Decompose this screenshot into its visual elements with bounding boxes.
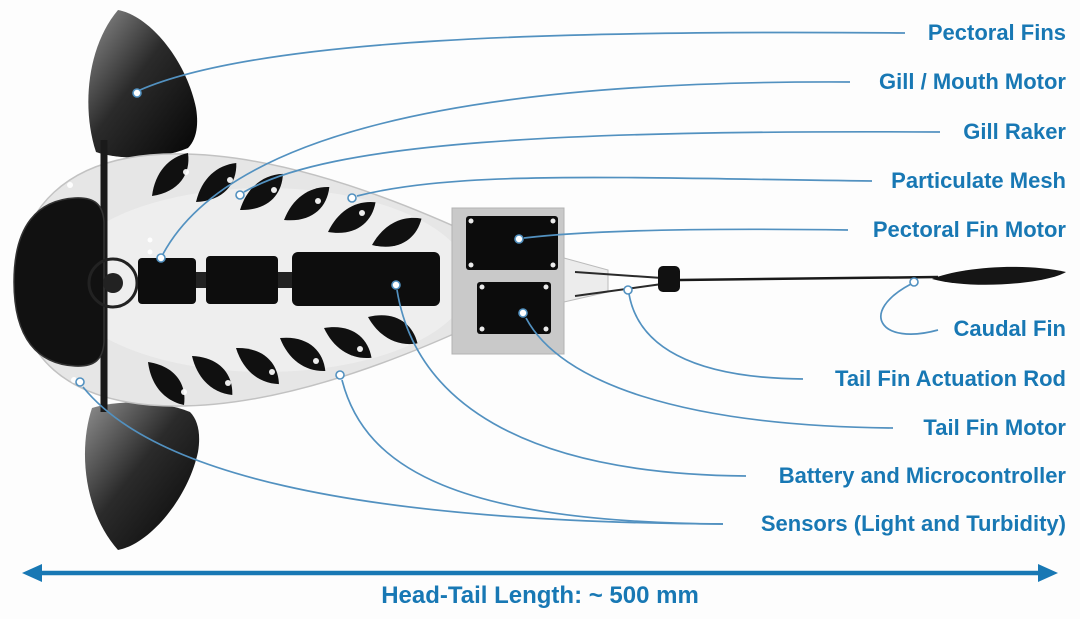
actuation-rod-upper [574, 271, 663, 279]
leader-pectoral-fins [139, 31, 906, 91]
leader-particulate-mesh [356, 176, 873, 197]
leader-sensors-head [82, 386, 724, 525]
caudal-fin-shape [932, 266, 1066, 285]
label-sensors: Sensors (Light and Turbidity) [760, 511, 1066, 536]
tail-fin-motor-block [477, 282, 551, 334]
pectoral-fin-motor-block [466, 216, 558, 270]
leader-caudal-fin [880, 283, 939, 335]
body-holes [181, 169, 365, 395]
leader-gill-raker [243, 130, 941, 193]
tail-section [574, 266, 1066, 297]
leader-sensors-body [341, 379, 724, 525]
gill-mouth-motor-block [138, 258, 196, 304]
battery-block [292, 252, 440, 306]
leader-gill-mouth-motor [162, 81, 851, 255]
label-battery-microcontroller: Battery and Microcontroller [778, 463, 1066, 488]
rear-assembly [451, 207, 609, 355]
label-caudal-fin: Caudal Fin [953, 316, 1066, 341]
leader-tail-fin-motor [525, 317, 894, 429]
length-arrow [22, 564, 1058, 582]
internal-components [138, 252, 440, 306]
leader-pectoral-fin-motor [523, 228, 849, 239]
label-tail-fin-motor: Tail Fin Motor [923, 415, 1066, 440]
leader-tail-fin-actuation-rod [628, 293, 804, 380]
label-pectoral-fins: Pectoral Fins [927, 20, 1066, 45]
label-gill-raker: Gill Raker [963, 119, 1066, 144]
actuation-rod-lower [574, 283, 663, 297]
leader-battery-microcontroller [396, 289, 747, 477]
scale-label: Head-Tail Length: ~ 500 mm [381, 582, 699, 609]
leader-lines [75, 31, 941, 525]
label-tail-fin-actuation-rod: Tail Fin Actuation Rod [835, 366, 1066, 391]
label-particulate-mesh: Particulate Mesh [891, 168, 1066, 193]
label-gill-mouth-motor: Gill / Mouth Motor [879, 69, 1066, 94]
mid-motor-block [206, 256, 278, 304]
pectoral-fins-shape [84, 10, 200, 550]
tail-rod [679, 275, 939, 282]
label-pectoral-fin-motor: Pectoral Fin Motor [872, 217, 1066, 242]
rod-coupler [658, 266, 680, 292]
